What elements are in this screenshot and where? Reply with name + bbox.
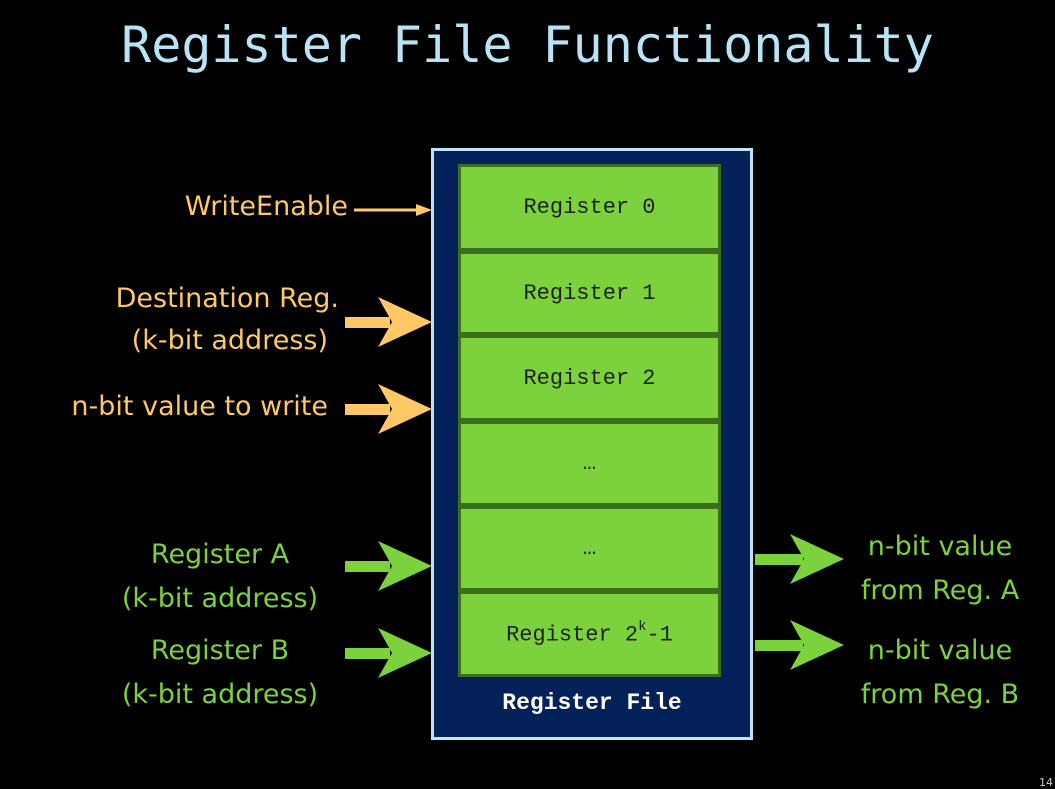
write-enable-label: WriteEnable — [184, 191, 348, 222]
out-a-label-line2: from Reg. A — [860, 575, 1020, 606]
register-ellipsis-1-cell: … — [458, 421, 721, 506]
register-ellipsis-2-label: … — [582, 536, 597, 561]
write-enable-arrow — [354, 204, 432, 216]
slide-title: Register File Functionality — [121, 16, 934, 74]
out-a-arrow — [755, 534, 844, 584]
register-ellipsis-1-label: … — [582, 451, 597, 476]
register-last-base: Register 2 — [506, 622, 639, 648]
register-file-label: Register File — [502, 690, 682, 716]
register-1-cell: Register 1 — [458, 251, 721, 335]
reg-b-label-line2: (k-bit address) — [121, 679, 319, 710]
register-last-label: Register 2k-1 — [506, 618, 673, 648]
reg-a-arrow — [345, 541, 432, 591]
register-2-label: Register 2 — [523, 365, 656, 391]
page-number: 14 — [1039, 776, 1053, 789]
reg-a-label-line2: (k-bit address) — [121, 583, 319, 614]
register-last-suffix: -1 — [646, 622, 673, 648]
out-b-arrow — [755, 620, 844, 670]
register-1-label: Register 1 — [523, 280, 656, 306]
register-last-cell: Register 2k-1 — [458, 591, 721, 677]
value-to-write-arrow — [345, 384, 432, 434]
register-0-cell: Register 0 — [458, 164, 721, 251]
out-b-label-line2: from Reg. B — [860, 679, 1020, 710]
reg-b-label-line1: Register B — [150, 635, 290, 666]
dest-reg-label-line2: (k-bit address) — [131, 325, 328, 356]
register-ellipsis-2-cell: … — [458, 506, 721, 591]
register-0-label: Register 0 — [523, 195, 656, 220]
reg-a-label-line1: Register A — [150, 539, 290, 570]
value-to-write-label: n-bit value to write — [71, 391, 328, 422]
dest-reg-arrow — [345, 297, 432, 347]
register-2-cell: Register 2 — [458, 335, 721, 421]
out-a-label-line1: n-bit value — [867, 531, 1013, 562]
dest-reg-label-line1: Destination Reg. — [115, 283, 339, 314]
reg-b-arrow — [345, 628, 432, 678]
register-last-exponent: k — [638, 618, 647, 635]
out-b-label-line1: n-bit value — [867, 635, 1013, 666]
